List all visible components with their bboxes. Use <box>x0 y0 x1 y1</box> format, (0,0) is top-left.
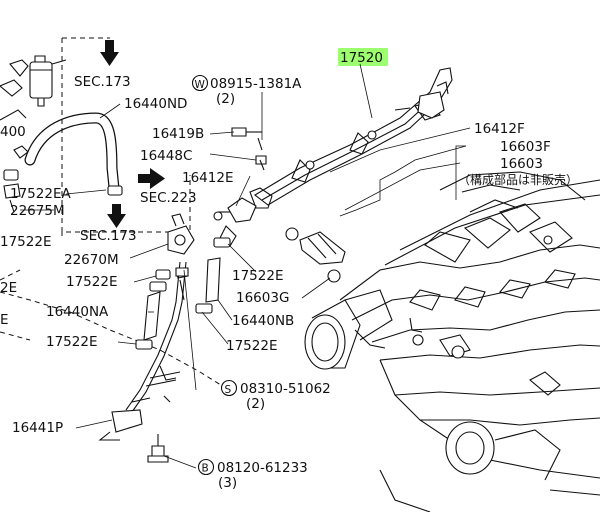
label-17522e-lower[interactable]: 17522E <box>46 334 97 350</box>
label-16440na[interactable]: 16440NA <box>46 304 109 320</box>
label-08915-qty: (2) <box>216 91 235 107</box>
label-16603g[interactable]: 16603G <box>236 290 289 306</box>
label-08310-qty: (2) <box>246 396 265 412</box>
label-edge-2e: 2E <box>0 280 17 296</box>
label-16419b[interactable]: 16419B <box>152 126 204 142</box>
hose-16440nb <box>195 237 231 314</box>
bolt-symbol-b <box>197 458 215 476</box>
label-w-prefix: W <box>195 79 206 91</box>
label-22675m[interactable]: 22675M <box>10 203 65 219</box>
washer-symbol-w <box>191 74 209 92</box>
label-17522e-right[interactable]: 17522E <box>232 268 283 284</box>
sec173-top-arrow <box>100 40 119 66</box>
label-16412e[interactable]: 16412E <box>182 170 233 186</box>
pressure-sensor-22670m <box>167 213 195 255</box>
intake-manifold-drawing <box>304 171 600 512</box>
label-08120-qty: (3) <box>218 475 237 491</box>
label-22670m[interactable]: 22670M <box>64 252 119 268</box>
clamps-left <box>3 169 123 213</box>
label-17522e-mid[interactable]: 17522E <box>66 274 117 290</box>
part-highlight-17520 <box>338 48 388 66</box>
sec223-arrow <box>138 168 165 189</box>
label-16412f[interactable]: 16412F <box>474 121 525 137</box>
label-08310-51062[interactable]: 08310-51062 <box>240 381 331 397</box>
sec173-bottom-arrow <box>107 204 126 228</box>
label-edge-e: E <box>0 312 9 328</box>
screw-08310 <box>175 267 189 277</box>
label-08120-61233[interactable]: 08120-61233 <box>217 460 308 476</box>
label-b-prefix: B <box>202 463 209 475</box>
label-17522e-left[interactable]: 17522E <box>0 234 51 250</box>
hose-16440na <box>135 281 167 350</box>
fuel-injector <box>285 227 346 283</box>
label-17522ea[interactable]: 17522EA <box>10 186 71 202</box>
bolt-08120 <box>147 434 169 463</box>
label-sec173-top[interactable]: SEC.173 <box>74 74 131 90</box>
label-16448c[interactable]: 16448C <box>140 148 192 164</box>
label-16440nd[interactable]: 16440ND <box>124 96 187 112</box>
label-17522e-lower-right[interactable]: 17522E <box>226 338 277 354</box>
label-17520[interactable]: 17520 <box>340 50 383 66</box>
tube-assembly-16441p <box>98 261 187 441</box>
part-labels: 17520 SEC.173 16440ND W 08915-1381A (2) … <box>0 50 578 491</box>
note-not-sold-separately: （構成部品は非販売） <box>458 172 578 187</box>
label-sec223[interactable]: SEC.223 <box>140 190 197 206</box>
label-08915-1381a[interactable]: 08915-1381A <box>210 76 302 92</box>
screws <box>231 127 267 171</box>
leader-lines <box>20 63 471 469</box>
label-s-prefix: S <box>225 384 232 396</box>
label-16440nb[interactable]: 16440NB <box>232 313 294 329</box>
section-boundary <box>61 37 191 236</box>
label-16603f[interactable]: 16603F <box>500 139 551 155</box>
label-16603[interactable]: 16603 <box>500 156 543 172</box>
label-16441p[interactable]: 16441P <box>12 420 63 436</box>
label-sec173-bottom[interactable]: SEC.173 <box>80 228 137 244</box>
fuel-hose-16440nd <box>24 112 120 194</box>
label-16400[interactable]: 400 <box>0 124 26 140</box>
screw-symbol-s <box>220 379 238 397</box>
fuel-rail-17520 <box>249 67 453 209</box>
